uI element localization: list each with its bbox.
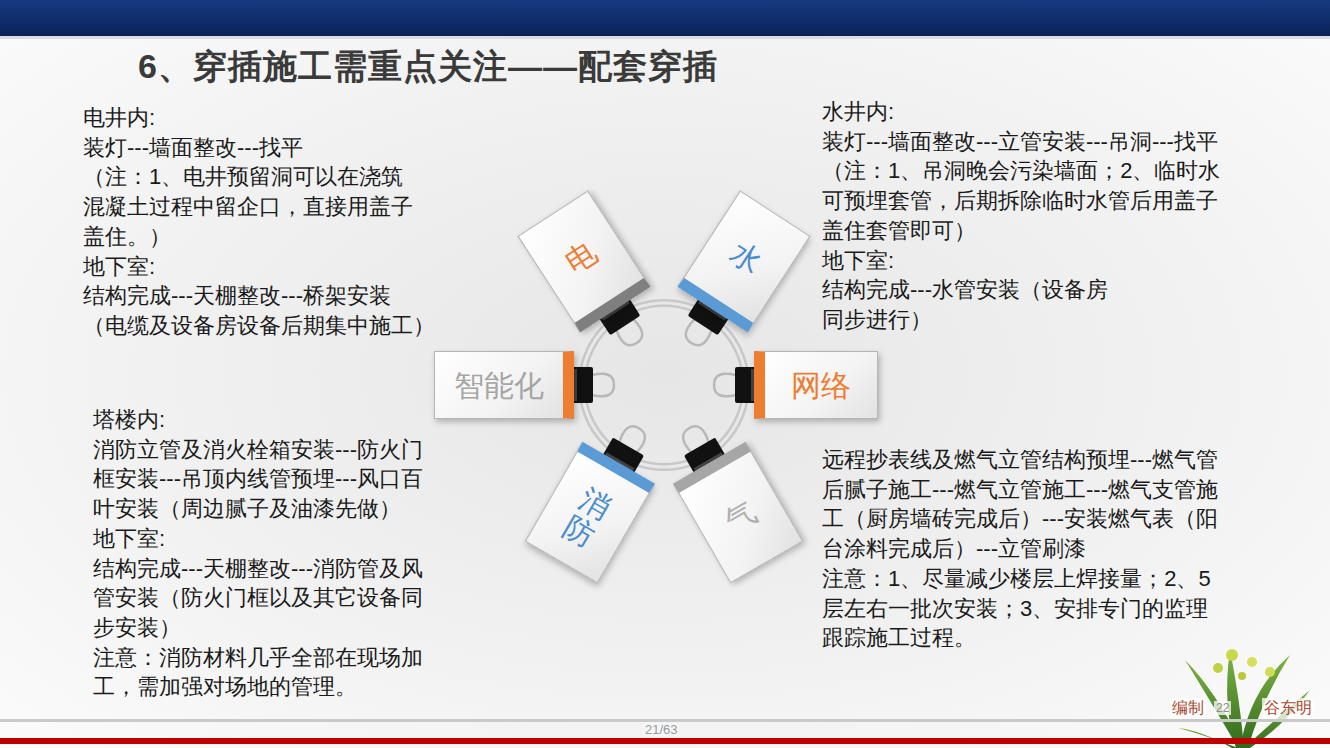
note-group: 远程抄表线及燃气立管结构预埋---燃气管 后腻子施工---燃气立管施工---燃气… [822, 445, 1232, 653]
tab-label: 电 [559, 235, 602, 279]
note-group: 水井内:装灯---墙面整改---立管安装---吊洞---找平（注：1、吊洞晚会污… [822, 97, 1232, 335]
note-group: 电井内:装灯---墙面整改---找平（注：1、电井预留洞可以在浇筑 混凝土过程中… [83, 103, 435, 341]
note-text: 消防立管及消火栓箱安装---防火门 框安装---吊顶内线管预埋---风口百 叶安… [93, 435, 438, 524]
top-bar-edge [0, 36, 1330, 39]
note-text: 结构完成---天棚整改---桥架安装 [83, 281, 435, 311]
note-text: 塔楼内: [93, 405, 438, 435]
binder-clips [571, 297, 757, 474]
tab-label: 消防 [558, 481, 617, 553]
slide-number: 22 [1214, 701, 1231, 715]
note-text: 结构完成---水管安装（设备房 同步进行） [822, 275, 1122, 334]
footer-red-band [0, 738, 1330, 744]
top-bar [0, 0, 1330, 36]
page-number: 21/63 [643, 722, 680, 737]
slide-title: 6、穿插施工需重点关注——配套穿插 [138, 44, 718, 90]
note-text: 装灯---墙面整改---立管安装---吊洞---找平 [822, 127, 1232, 157]
note-text: 地下室: [83, 252, 435, 282]
note-text: 地下室: [93, 524, 438, 554]
tab-card: 网络 [754, 351, 878, 419]
note-text: 装灯---墙面整改---找平 [83, 133, 435, 163]
note-text: 注意：1、尽量减少楼层上焊接量；2、5 层左右一批次安装；3、安排专门的监理 跟… [822, 564, 1232, 653]
note-text: （电缆及设备房设备后期集中施工） [83, 311, 435, 341]
watermark-text: 编制 [1170, 698, 1206, 719]
note-text: 电井内: [83, 103, 435, 133]
tab-card: 智能化 [434, 351, 574, 419]
tab-label: 气 [719, 495, 761, 539]
note-text: （注：1、电井预留洞可以在浇筑 混凝土过程中留企口，直接用盖子 盖住。） [83, 162, 423, 251]
note-text: 注意：消防材料几乎全部在现场加 工，需加强对场地的管理。 [93, 643, 438, 702]
note-text: 结构完成---天棚整改---消防管及风 管安装（防火门框以及其它设备同 步安装） [93, 554, 438, 643]
note-text: 地下室: [822, 246, 1232, 276]
note-text: （注：1、吊洞晚会污染墙面；2、临时水 可预埋套管，后期拆除临时水管后用盖子 盖… [822, 156, 1232, 245]
note-group: 塔楼内:消防立管及消火栓箱安装---防火门 框安装---吊顶内线管预埋---风口… [93, 405, 438, 702]
tab-label: 网络 [791, 369, 851, 402]
note-text: 远程抄表线及燃气立管结构预埋---燃气管 后腻子施工---燃气立管施工---燃气… [822, 445, 1232, 564]
watermark-text: 谷东明 [1262, 698, 1314, 719]
note-text: 水井内: [822, 97, 1232, 127]
tab-label: 智能化 [454, 369, 544, 402]
tab-label: 水 [726, 235, 769, 279]
